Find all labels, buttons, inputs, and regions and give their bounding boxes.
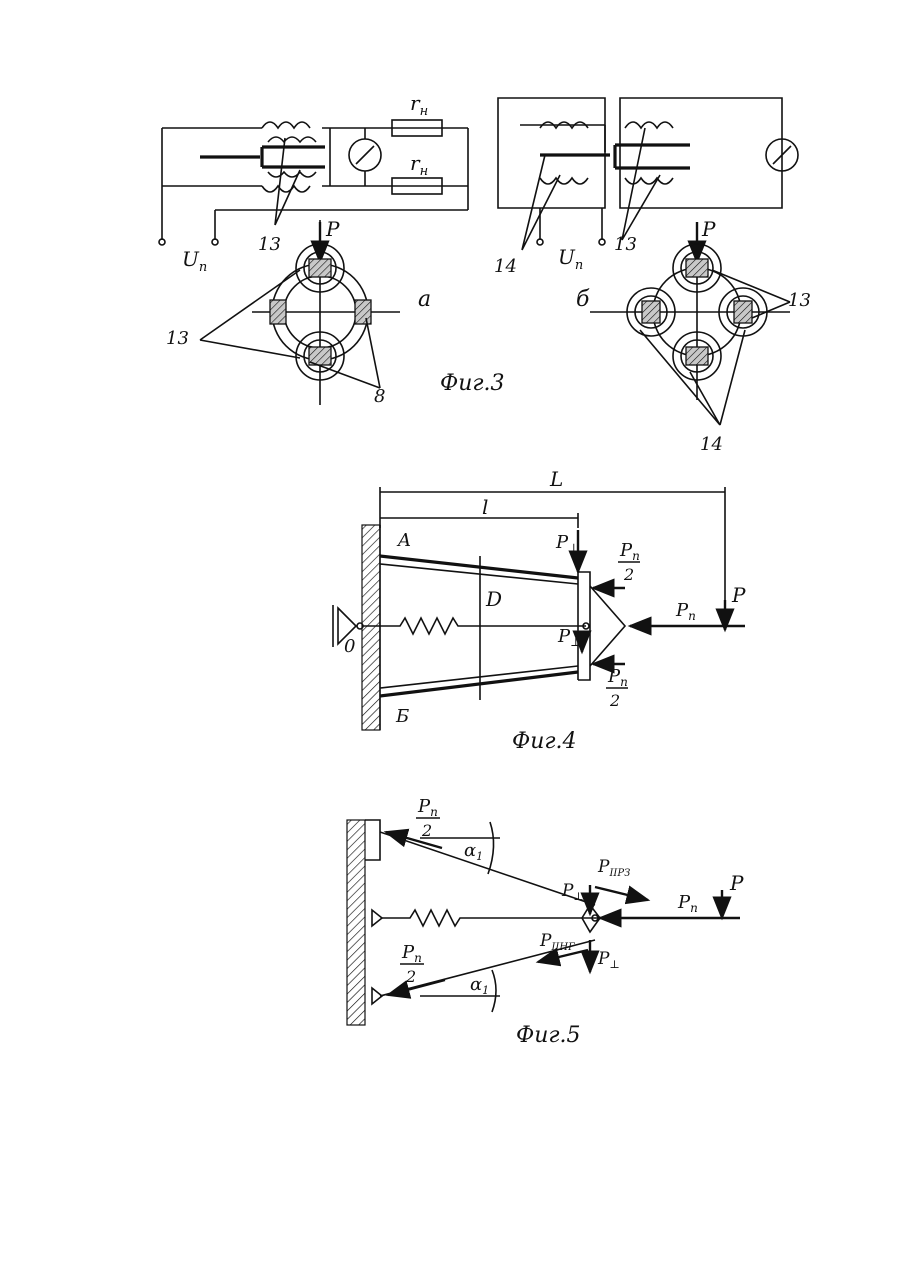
fig3-left-rn-top-label: rн [410,91,428,119]
fig5-pn-half-bottom-label: Pп [401,942,422,965]
fig5-pn-half-top-den: 2 [421,821,432,840]
fig3-left-un-label: Uп [182,247,207,275]
fig3-caption: Фиг.3 [440,371,505,396]
fig4-pn-half-bottom-den: 2 [609,691,620,710]
fig3-right-14-circuit-label: 14 [494,256,517,277]
fig4-pn-half-top-den: 2 [623,565,634,584]
fig5-alpha-top-label: α1 [464,840,483,863]
fig4-pn-half-top-label: Pп [619,540,640,563]
fig5-p-label: P [729,871,744,895]
fig3-left-13-section-label: 13 [166,328,189,349]
fig4-L-label: L [549,467,563,491]
fig4-p-label: P [731,583,746,607]
fig3-left-rn-bottom-label: rн [410,151,428,179]
fig4-pperp-top-label: P⊥ [555,532,579,555]
fig4-O-label: 0 [344,636,355,657]
fig3-right-circuit [498,98,798,250]
fig4-l-label: l [482,495,488,519]
fig3-right-14-section-label: 14 [700,434,723,455]
fig4-B-label: Б [395,706,409,727]
fig3-right-p-label: P [701,217,716,241]
fig3-right-13-circuit-label: 13 [614,234,637,255]
fig4-D-label: D [485,587,502,611]
fig3-left-circuit [159,120,468,245]
fig4-A-label: A [396,530,411,551]
fig3-right-13-section-label: 13 [788,290,811,311]
fig3-left-variant-label: а [418,287,431,312]
fig5-ppar-ng-label: PIIНГ [539,931,575,953]
fig3-left-8-label: 8 [374,386,385,407]
fig3-left-p-label: P [325,217,340,241]
fig5-pn-half-top-label: Pп [417,796,438,819]
fig5-pn-half-bottom-den: 2 [405,967,416,986]
fig3-right-variant-label: б [576,287,590,312]
fig4-caption: Фиг.4 [512,729,577,754]
fig4-pn-label: Pп [675,600,696,623]
fig4-pn-half-bottom-label: Pп [607,666,628,689]
fig5-pperp-bottom-label: P⊥ [597,949,620,971]
fig3-left-section [200,220,400,405]
fig5-drawing [347,820,740,1025]
fig5-caption: Фиг.5 [516,1023,581,1048]
fig5-pperp-top-label: P⊥ [561,881,584,903]
fig3-right-un-label: Uп [558,245,583,273]
fig5-pn-label: Pп [677,892,698,915]
fig5-alpha-bottom-label: α1 [470,974,489,997]
fig3-left-13-circuit-label: 13 [258,234,281,255]
fig5-ppar-rz-label: PIIРЗ [597,857,630,879]
